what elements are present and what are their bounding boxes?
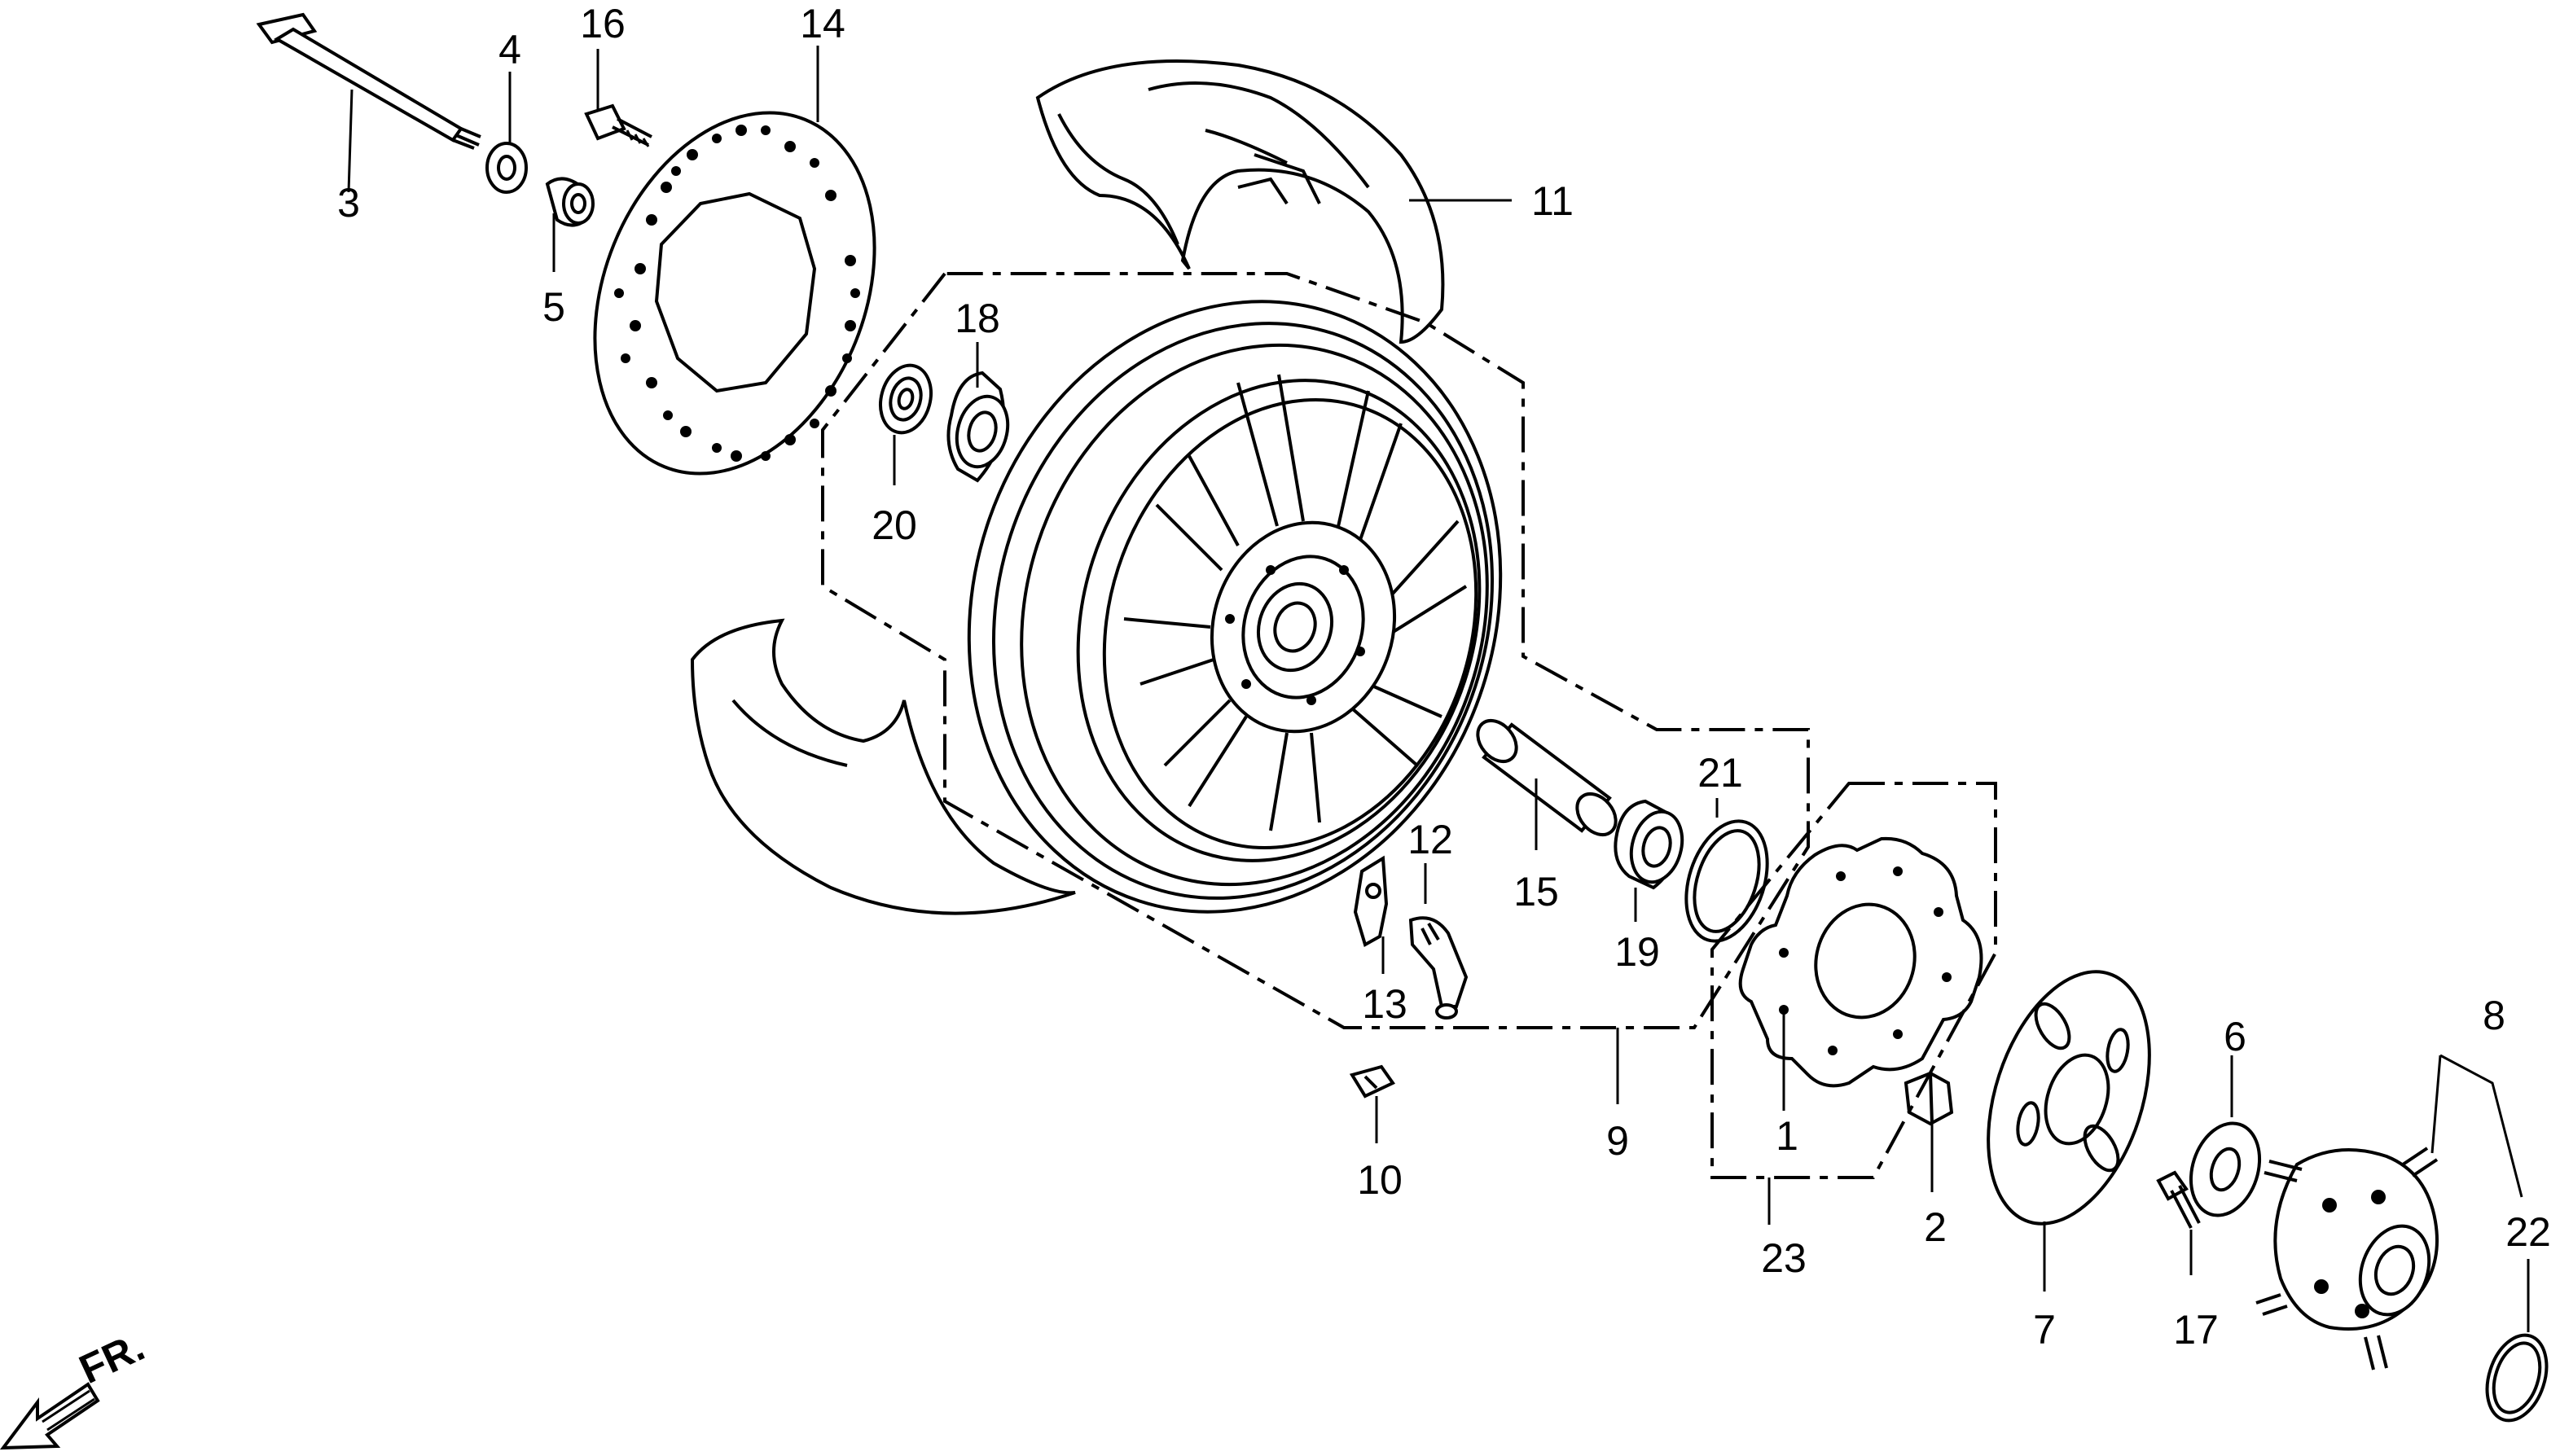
part-labels: 3 4 5 16 14 11 18 20 21 12 13 15 19 9 10… xyxy=(337,1,2551,1353)
part-label-22: 22 xyxy=(2505,1209,2551,1255)
disc-bolt xyxy=(584,103,652,147)
part-label-18: 18 xyxy=(955,296,1000,341)
hub-assembly-8 xyxy=(2255,1147,2439,1370)
part-label-19: 19 xyxy=(1614,929,1660,975)
washer-6 xyxy=(2189,1121,2262,1217)
part-label-2: 2 xyxy=(1924,1204,1947,1250)
bearing-19 xyxy=(1614,799,1684,890)
part-label-17: 17 xyxy=(2173,1307,2219,1353)
circlip-22 xyxy=(2485,1333,2549,1423)
assembly-outline-23 xyxy=(1710,782,1997,1179)
wheel-rim xyxy=(967,300,1503,914)
part-label-12: 12 xyxy=(1407,817,1453,862)
axle-washer xyxy=(485,142,528,194)
part-label-11: 11 xyxy=(1531,178,1574,224)
rear-tire-lower xyxy=(690,618,1076,915)
part-label-5: 5 xyxy=(542,284,565,330)
bolt-17 xyxy=(2156,1170,2201,1229)
rear-axle xyxy=(256,12,481,150)
front-direction-label: FR. xyxy=(72,1323,151,1392)
o-ring-21 xyxy=(1684,819,1769,943)
bearing-20 xyxy=(879,363,933,435)
part-label-7: 7 xyxy=(2033,1307,2056,1353)
clip-10 xyxy=(1349,1064,1396,1099)
rear-tire xyxy=(1035,59,1445,344)
air-valve-12 xyxy=(1408,916,1469,1020)
bearing-18 xyxy=(946,371,1010,483)
assembly-outline-9 xyxy=(821,272,1810,1029)
driven-flange-7 xyxy=(1987,970,2151,1226)
leader-lines xyxy=(347,46,2530,1332)
front-direction-indicator: FR. xyxy=(0,1323,151,1450)
part-label-21: 21 xyxy=(1697,750,1743,796)
part-label-3: 3 xyxy=(337,180,360,226)
collar-2 xyxy=(1904,1071,1954,1126)
damper-rubber-1 xyxy=(1738,836,1983,1088)
part-label-20: 20 xyxy=(872,502,917,548)
part-label-23: 23 xyxy=(1761,1235,1807,1281)
part-label-4: 4 xyxy=(498,27,521,72)
brake-disc xyxy=(593,111,876,476)
part-label-15: 15 xyxy=(1513,869,1559,914)
part-label-14: 14 xyxy=(800,1,845,46)
part-label-6: 6 xyxy=(2224,1014,2246,1059)
part-label-8: 8 xyxy=(2483,993,2505,1038)
part-label-13: 13 xyxy=(1362,981,1407,1027)
distance-collar xyxy=(1476,718,1618,837)
part-label-1: 1 xyxy=(1776,1113,1798,1159)
part-label-16: 16 xyxy=(580,1,626,46)
side-collar xyxy=(545,177,595,227)
balance-weight-13 xyxy=(1353,855,1389,947)
part-label-10: 10 xyxy=(1357,1157,1403,1203)
part-label-9: 9 xyxy=(1606,1118,1629,1164)
